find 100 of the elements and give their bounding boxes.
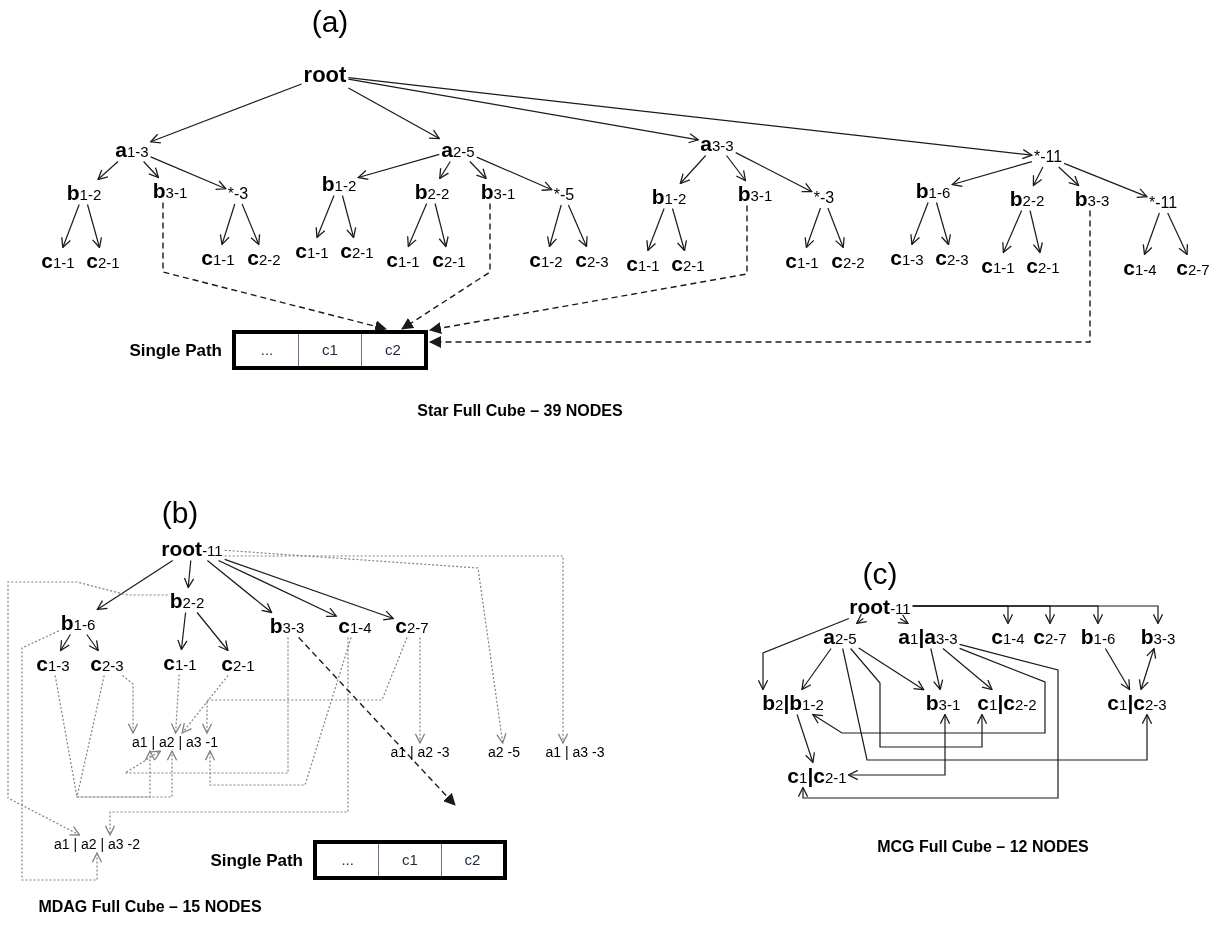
arrow [241,203,261,246]
arrow [434,202,449,248]
arrow [1138,647,1157,691]
arrow [347,78,699,144]
arrow [54,674,156,798]
arrow [858,647,925,691]
arrow [797,643,1059,799]
node-label: a1|a3-3 [898,625,958,647]
node-label: c2-3 [90,652,124,674]
arrow [224,555,569,744]
node-label: *-11 [1148,195,1178,211]
node-label: c1-1 [41,249,75,271]
arrow [476,156,553,191]
path-cell-text: c2 [384,339,402,360]
node-label: c1-1 [981,254,1015,276]
arrow [469,160,487,180]
path-cell: c1 [299,334,362,366]
arrow [439,160,451,180]
node-label: c1-1 [201,246,235,268]
node-label: a2-5 [823,625,857,647]
arrow [1029,209,1043,254]
node-label: *-3 [813,190,835,206]
node-label: root-11 [161,537,223,559]
arrow [315,194,335,239]
arrow [121,674,139,734]
path-cell: c1 [379,844,442,876]
node-label: b1-2 [66,181,102,203]
arrow [912,605,1164,625]
arrow [796,713,816,764]
node-label: c1-1 [386,248,420,270]
node-label: c1-4 [338,614,372,636]
arrow [679,154,707,185]
node-label: c2-1 [432,248,466,270]
arrow [143,160,160,179]
arrow [942,647,993,691]
arrow [162,201,387,333]
node-label: c1-1 [163,651,197,673]
arrow [827,207,845,249]
arrow [150,156,227,191]
arrow [181,674,229,734]
arrow [86,633,99,652]
path-cell: ... [317,844,380,876]
arrow [1142,212,1160,256]
arrow [646,207,665,252]
arrow [757,617,850,691]
arrow [1167,212,1188,256]
arrow [847,713,951,781]
arrow [407,202,428,248]
arrow [735,152,813,193]
node-label: *-11 [1033,149,1063,165]
node-label: *-3 [227,186,249,202]
panel-label: (a) [311,7,349,37]
node-label: c1-3 [890,246,924,268]
single-path-box [232,330,428,370]
arrow [196,611,229,652]
node-label: b2|b1-2 [762,691,824,713]
node-label: c2-7 [395,614,429,636]
node-label: c1-1 [785,249,819,271]
arrow [725,154,747,182]
node-label: a1-3 [115,138,149,160]
node-label: c2-1 [221,652,255,674]
single-path-box [313,840,507,880]
node-label: root-11 [849,595,911,617]
arrow [76,674,178,798]
arrow [567,204,588,248]
node-label: b3-1 [737,182,773,204]
node-label: a1 | a2 | a3 -2 [54,837,140,851]
node-label: b3-1 [925,691,961,713]
path-label: Single Path [129,341,222,359]
node-label: b3-1 [152,179,188,201]
path-cell: ... [236,334,299,366]
arrow [546,204,562,248]
arrow [170,673,182,734]
node-label: c1-1 [295,239,329,261]
arrow [61,203,80,249]
arrow [935,201,952,246]
node-label: a2-5 [441,138,475,160]
arrow [812,647,1046,734]
arrow [804,207,822,249]
node-label: c2-3 [935,246,969,268]
path-cell-text: c2 [463,849,482,870]
arrow [86,203,103,249]
node-label: b2-2 [169,589,205,611]
arrow [7,581,169,836]
node-label: b1-2 [651,185,687,207]
arrow [856,613,868,625]
node-label: a3-3 [700,132,734,154]
arrow [150,83,303,144]
node-label: c2-2 [247,246,281,268]
node-label: b1-6 [60,611,96,633]
arrow [1063,162,1148,199]
arrow [1032,166,1044,187]
arrow [224,549,507,744]
arrow [347,87,440,140]
arrow [357,153,440,180]
node-label: a1 | a2 -3 [390,745,450,759]
node-label: c2-1 [86,249,120,271]
arrow [104,636,349,836]
arrow [298,636,456,806]
node-label: b1-6 [1080,625,1116,647]
